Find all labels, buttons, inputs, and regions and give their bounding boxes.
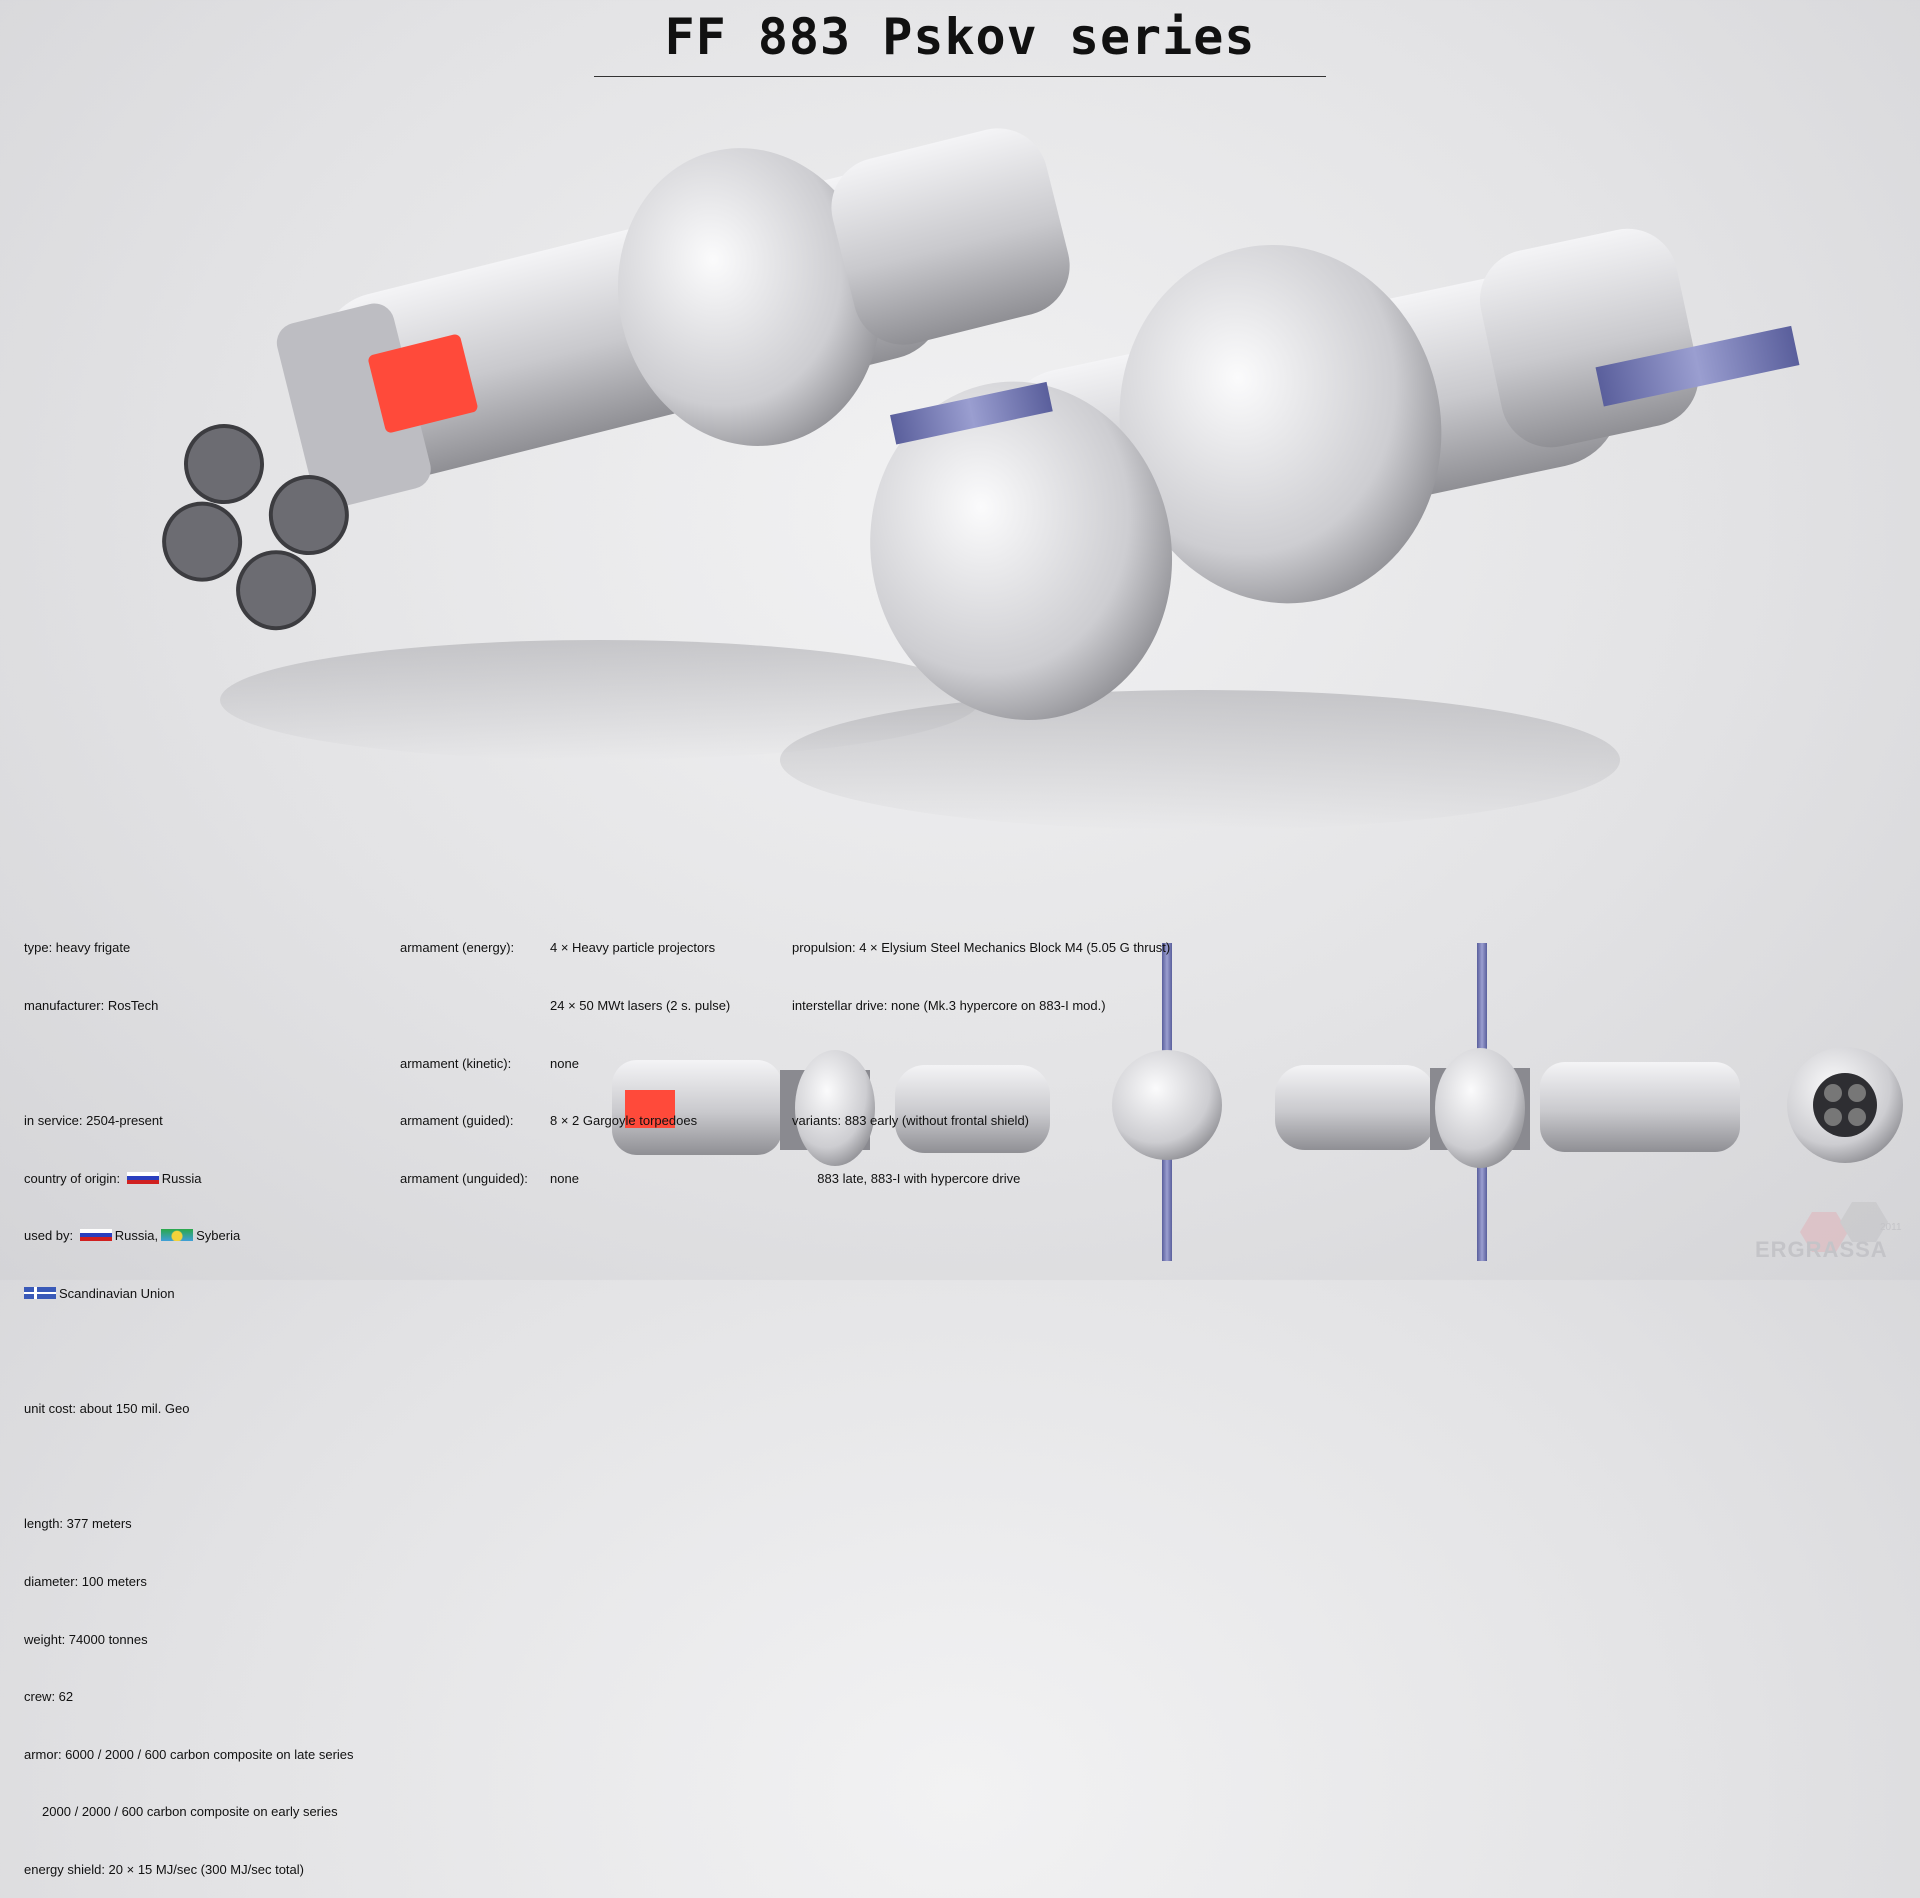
spec-used-by-cont: Scandinavian Union	[24, 1284, 354, 1303]
spec-unit-cost: unit cost: about 150 mil. Geo	[24, 1401, 190, 1417]
armament-row: armament (unguided): none	[400, 1169, 730, 1188]
spec-used-by: used by: Russia, Syberia	[24, 1226, 354, 1245]
used-by-label: used by:	[24, 1228, 74, 1244]
watermark-logo	[1800, 1202, 1888, 1252]
armament-row: armament (energy): 4 × Heavy particle pro…	[400, 938, 730, 957]
spec-interstellar: interstellar drive: none (Mk.3 hypercore…	[792, 998, 1106, 1013]
front-view	[1112, 943, 1222, 1261]
armament-label: armament (unguided):	[400, 1170, 528, 1186]
spec-crew: crew: 62	[24, 1689, 74, 1705]
russia-flag-icon	[79, 1229, 112, 1242]
used-by-scandinavian: Scandinavian Union	[59, 1285, 175, 1301]
armament-value: 4 × Heavy particle projectors	[550, 940, 716, 956]
rear-view	[1787, 1047, 1903, 1163]
spec-manufacturer: manufacturer: RosTech	[24, 998, 159, 1013]
solar-panel	[890, 381, 1053, 445]
specs-general: type: heavy frigate manufacturer: RosTec…	[24, 900, 354, 1898]
spec-armor: armor: 6000 / 2000 / 600 carbon composit…	[24, 1746, 354, 1762]
armament-value: 24 × 50 MWt lasers (2 s. pulse)	[550, 998, 731, 1013]
spec-variants-cont: 883 late, 883-I with hypercore drive	[792, 1170, 1021, 1186]
armament-label: armament (kinetic):	[400, 1055, 512, 1071]
spec-armor-early: 2000 / 2000 / 600 carbon composite on ea…	[24, 1804, 338, 1820]
spec-weight: weight: 74000 tonnes	[24, 1631, 148, 1647]
specs-armament: armament (energy): 4 × Heavy particle pro…	[400, 900, 730, 1207]
engine-nozzles	[162, 424, 349, 631]
armament-row: armament (kinetic): none	[400, 1054, 730, 1073]
side-view-left	[612, 1050, 1050, 1166]
ship-renders	[162, 128, 1903, 1261]
main-render-ship-rear	[162, 128, 1070, 631]
thruster-glow	[368, 334, 478, 433]
used-by-syberia: Syberia	[196, 1228, 241, 1244]
solar-panel	[1595, 325, 1800, 407]
armament-row: 24 × 50 MWt lasers (2 s. pulse)	[400, 996, 730, 1015]
main-render-ship-front	[870, 228, 1800, 721]
spec-variants: variants: 883 early (without frontal shi…	[792, 1113, 1030, 1129]
title-divider	[594, 76, 1326, 77]
floor-reflection	[220, 640, 1620, 830]
watermark-year: 2011	[1880, 1222, 1902, 1233]
armament-label: armament (guided):	[400, 1113, 514, 1129]
armament-value: 8 × 2 Gargoyle torpedoes	[550, 1113, 698, 1129]
spec-propulsion: propulsion: 4 × Elysium Steel Mechanics …	[792, 940, 1171, 956]
specs-propulsion: propulsion: 4 × Elysium Steel Mechanics …	[792, 900, 1170, 1207]
armament-row: armament (guided): 8 × 2 Gargoyle torpedo…	[400, 1111, 730, 1130]
armament-value: none	[550, 1055, 579, 1071]
origin-label: country of origin:	[24, 1170, 121, 1186]
side-view-right	[1275, 943, 1740, 1261]
origin-value: Russia	[161, 1170, 202, 1186]
used-by-russia: Russia,	[114, 1228, 159, 1244]
page-title: FF 883 Pskov series	[664, 8, 1256, 66]
spec-shield: energy shield: 20 × 15 MJ/sec (300 MJ/se…	[24, 1861, 304, 1877]
scandinavian-flag-icon	[24, 1286, 56, 1299]
spec-origin: country of origin: Russia	[24, 1169, 354, 1188]
spec-diameter: diameter: 100 meters	[24, 1573, 147, 1589]
armament-value: none	[550, 1170, 579, 1186]
syberia-flag-icon	[161, 1229, 194, 1242]
watermark: ERGRASSA	[1755, 1237, 1888, 1262]
spec-length: length: 377 meters	[24, 1516, 132, 1532]
armament-label: armament (energy):	[400, 940, 515, 956]
spec-type: type: heavy frigate	[24, 940, 131, 956]
spec-in-service: in service: 2504-present	[24, 1113, 163, 1129]
russia-flag-icon	[126, 1171, 159, 1184]
